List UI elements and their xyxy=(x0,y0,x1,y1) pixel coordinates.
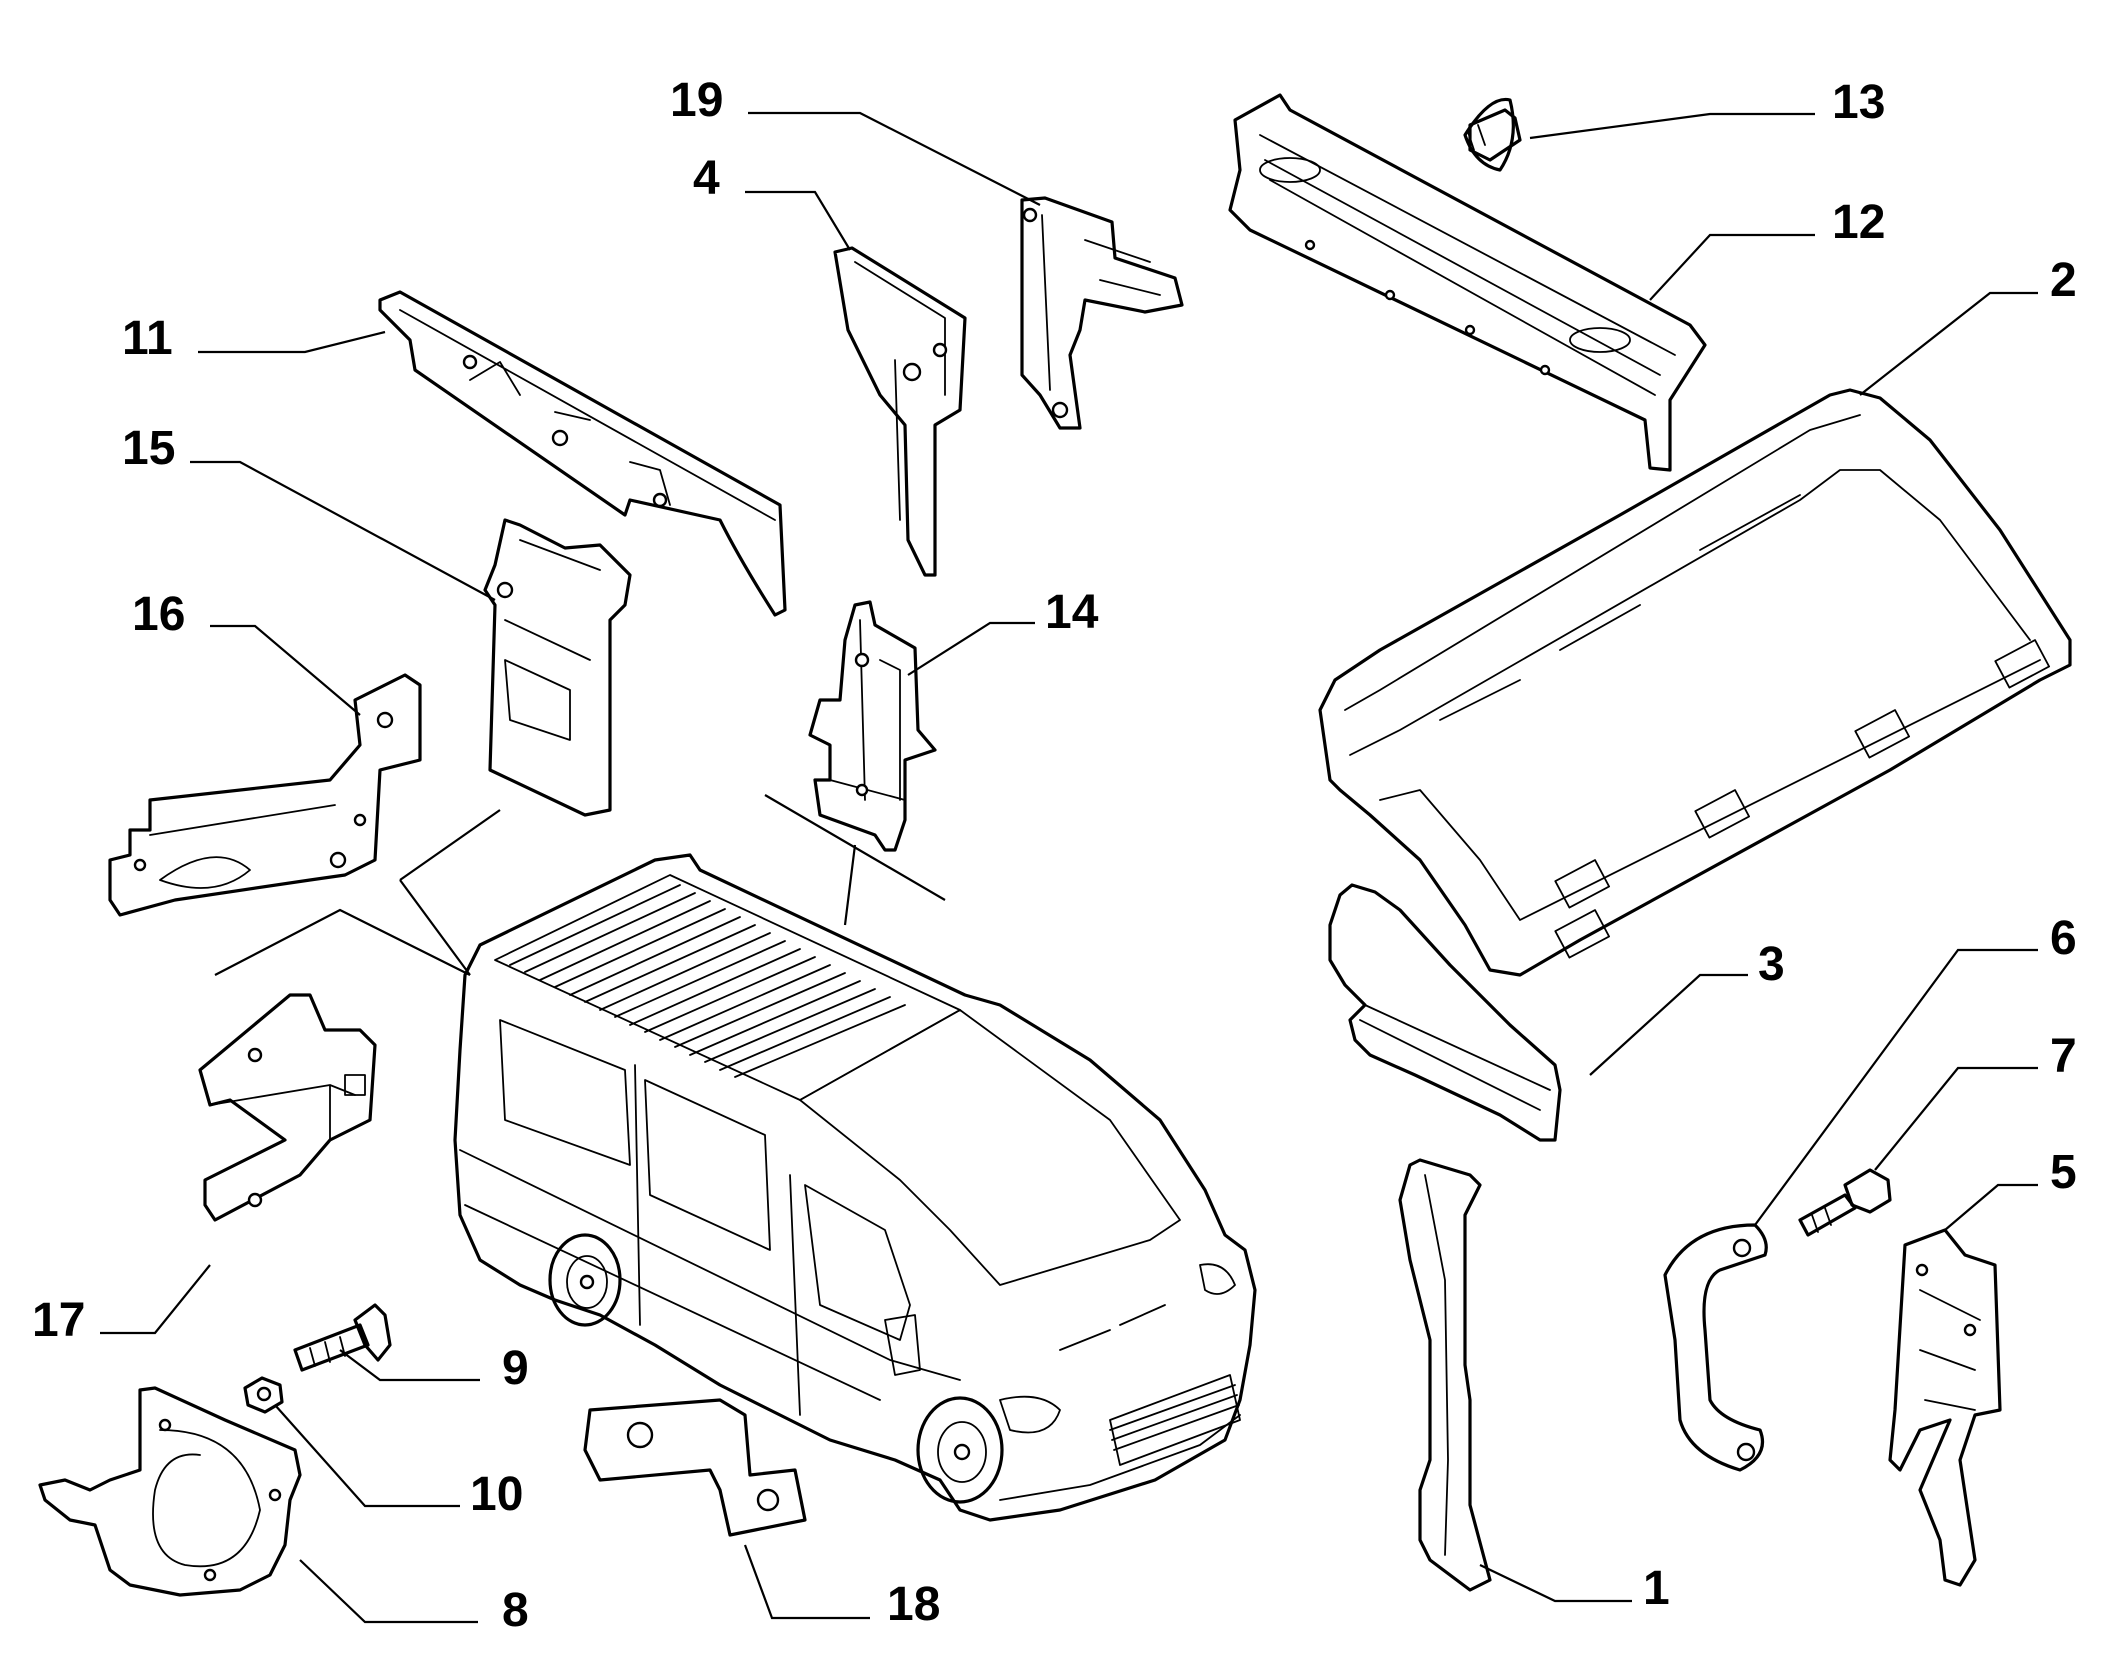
part-10-nut xyxy=(243,1376,284,1414)
callout-8: 8 xyxy=(502,1584,529,1637)
callout-6: 6 xyxy=(2050,912,2077,965)
part-14-bracket xyxy=(808,600,937,852)
callout-3: 3 xyxy=(1758,938,1785,991)
callout-16: 16 xyxy=(132,588,185,641)
part-8-plate xyxy=(38,1386,302,1597)
leader-7 xyxy=(1874,1066,2038,1171)
callout-17: 17 xyxy=(32,1294,85,1347)
callout-10: 10 xyxy=(470,1468,523,1521)
callout-11: 11 xyxy=(122,312,173,365)
leader-van-14 xyxy=(764,794,946,926)
leader-4 xyxy=(745,190,851,251)
callout-2: 2 xyxy=(2050,254,2077,307)
leader-16 xyxy=(210,624,361,716)
callout-18: 18 xyxy=(887,1578,940,1631)
callout-1: 1 xyxy=(1643,1562,1670,1615)
callout-15: 15 xyxy=(122,422,175,475)
part-5-bracket xyxy=(1888,1228,2002,1587)
part-7-bolt xyxy=(1798,1168,1892,1237)
leader-lines xyxy=(100,111,2038,1624)
part-2-roof-cover xyxy=(1318,388,2072,977)
callout-19: 19 xyxy=(670,74,723,127)
leader-11 xyxy=(198,330,386,354)
part-18-bracket xyxy=(583,1398,807,1537)
callout-9: 9 xyxy=(502,1342,529,1395)
leader-van-16 xyxy=(214,908,471,976)
part-3-deflector xyxy=(1328,883,1562,1142)
part-13-screw xyxy=(1463,97,1522,172)
part-6-handle xyxy=(1663,1223,1768,1472)
part-15-panel xyxy=(483,518,632,817)
callout-5: 5 xyxy=(2050,1146,2077,1199)
leader-14 xyxy=(907,621,1035,676)
leader-6 xyxy=(1754,948,2038,1226)
leader-2 xyxy=(1859,291,2038,396)
callout-13: 13 xyxy=(1832,76,1885,129)
leader-18 xyxy=(743,1544,870,1620)
leader-15 xyxy=(190,460,496,601)
part-19-clip xyxy=(1020,196,1184,430)
leader-17 xyxy=(100,1264,211,1335)
callout-12: 12 xyxy=(1832,196,1885,249)
leader-van-15 xyxy=(399,809,501,976)
van-illustration xyxy=(453,853,1257,1522)
leader-19 xyxy=(748,111,1041,206)
leader-3 xyxy=(1589,973,1748,1076)
callout-4: 4 xyxy=(693,152,720,205)
callout-14: 14 xyxy=(1045,586,1099,639)
leader-8 xyxy=(299,1559,478,1624)
leader-10 xyxy=(274,1404,460,1508)
part-1-strip xyxy=(1398,1158,1492,1592)
part-9-bolt xyxy=(293,1303,392,1372)
part-12-beam xyxy=(1228,93,1707,472)
leader-5 xyxy=(1944,1183,2038,1231)
leader-9 xyxy=(339,1349,480,1382)
leader-12 xyxy=(1649,233,1815,301)
part-11-beam xyxy=(378,290,787,617)
part-16-bracket xyxy=(108,673,422,917)
leader-1 xyxy=(1479,1564,1632,1603)
callout-7: 7 xyxy=(2050,1030,2077,1083)
leader-13 xyxy=(1529,112,1815,140)
part-17-bracket xyxy=(198,993,377,1222)
part-4-bracket xyxy=(833,246,967,577)
